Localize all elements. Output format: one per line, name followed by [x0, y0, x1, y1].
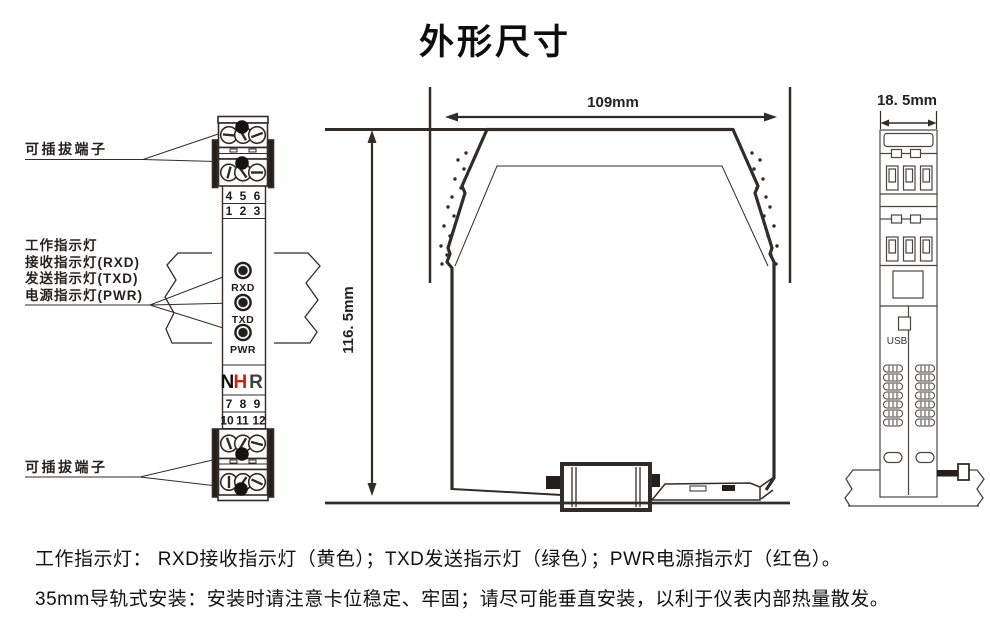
- usb-port: [897, 316, 912, 331]
- terminal-number: 11: [236, 414, 249, 428]
- rail-latch: [937, 463, 970, 481]
- terminal-dot: [234, 482, 248, 496]
- leader-lines: [25, 127, 237, 489]
- end-view: 18. 5mm: [844, 92, 985, 507]
- din-rail-end: [844, 469, 985, 507]
- rxd-label: RXD: [231, 282, 255, 294]
- side-view: 109mm 116. 5mm: [325, 87, 792, 512]
- terminal-number: 12: [252, 414, 266, 428]
- height-dimension: 116. 5mm: [340, 130, 377, 496]
- footer-mounting-note: 35mm导轨式安装：安装时请注意卡位稳定、牢固；请尽可能垂直安装，以利于仪表内部…: [35, 589, 890, 610]
- din-rail-front: [164, 252, 321, 344]
- width-dim-label: 109mm: [587, 94, 639, 111]
- end-width-dimension: 18. 5mm: [877, 92, 938, 129]
- terminal-block-bottom: [211, 428, 275, 502]
- terminal-number: 7: [226, 397, 233, 411]
- snap-motion-dots: [439, 151, 779, 266]
- module-profile: [445, 127, 776, 496]
- terminal-number: 9: [254, 397, 261, 411]
- pwr-label: PWR: [230, 344, 256, 356]
- indicator-label-block: 工作指示灯 接收指示灯(RXD) 发送指示灯(TXD) 电源指示灯(PWR): [25, 238, 143, 304]
- terminal-number-red: 6: [254, 189, 261, 203]
- indicator-label-rxd: 接收指示灯(RXD): [25, 254, 140, 270]
- terminal-block-top: [211, 115, 275, 189]
- terminal-dot: [235, 120, 249, 134]
- terminal-numbers-top: [222, 202, 266, 220]
- terminal-number: 4: [226, 189, 233, 203]
- terminal-number: 1: [226, 204, 233, 218]
- terminal-dot: [235, 156, 249, 170]
- usb-label: USB: [887, 336, 908, 347]
- terminal-number-red: 5: [240, 189, 247, 203]
- front-view: 4 5 6 1 2 3 RXD TXD PWR N H R 7 8 9 10 1…: [25, 115, 321, 502]
- pluggable-terminal-label-top: 可插拔端子: [25, 141, 108, 157]
- end-width-dim-label: 18. 5mm: [877, 92, 937, 109]
- terminal-number: 2: [240, 204, 247, 218]
- nhr-logo: N H R: [220, 372, 263, 393]
- terminal-number: 3: [254, 204, 261, 218]
- indicator-label-working: 工作指示灯: [25, 238, 98, 253]
- terminal-number: 10: [220, 414, 234, 428]
- txd-label: TXD: [232, 314, 255, 326]
- height-dim-label: 116. 5mm: [340, 286, 357, 354]
- end-body: [879, 129, 938, 498]
- terminal-number: 8: [240, 397, 247, 411]
- page-title: 外形尺寸: [418, 23, 571, 62]
- indicator-label-txd: 发送指示灯(TXD): [25, 271, 139, 286]
- footer-indicator-note: 工作指示灯： RXD接收指示灯（黄色）；TXD发送指示灯（绿色）；PWR电源指示…: [35, 549, 842, 570]
- terminal-dot: [235, 447, 249, 461]
- indicator-label-pwr: 电源指示灯(PWR): [25, 287, 143, 303]
- pluggable-terminal-label-bottom: 可插拔端子: [25, 459, 108, 475]
- width-dimension: 109mm: [445, 94, 777, 122]
